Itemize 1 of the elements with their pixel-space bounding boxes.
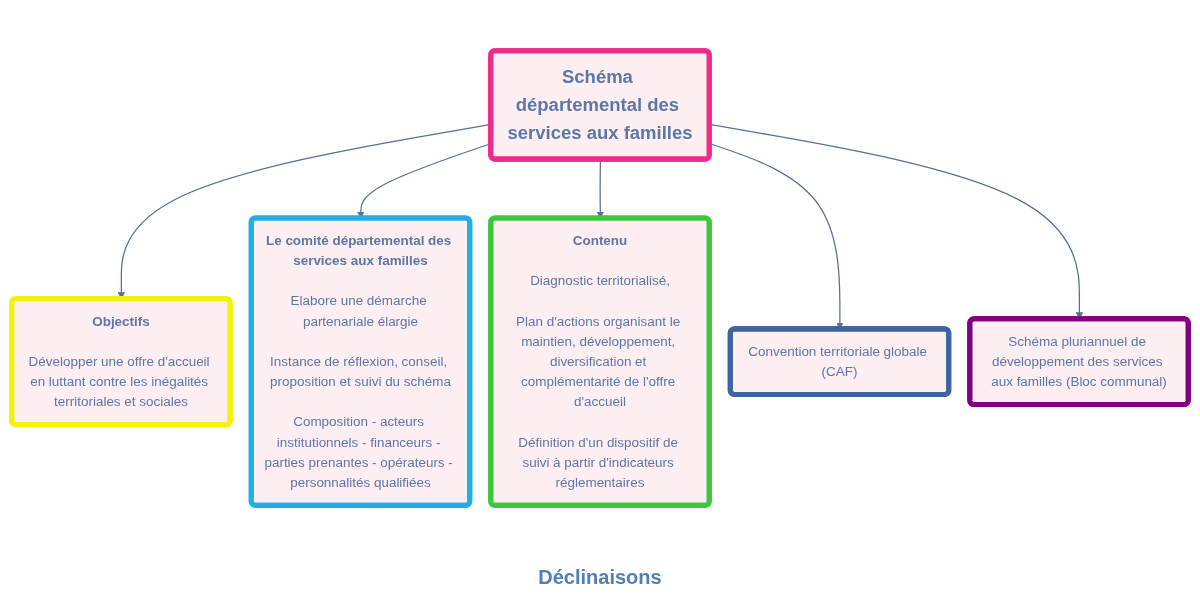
section-label: Déclinaisons [538,565,662,589]
